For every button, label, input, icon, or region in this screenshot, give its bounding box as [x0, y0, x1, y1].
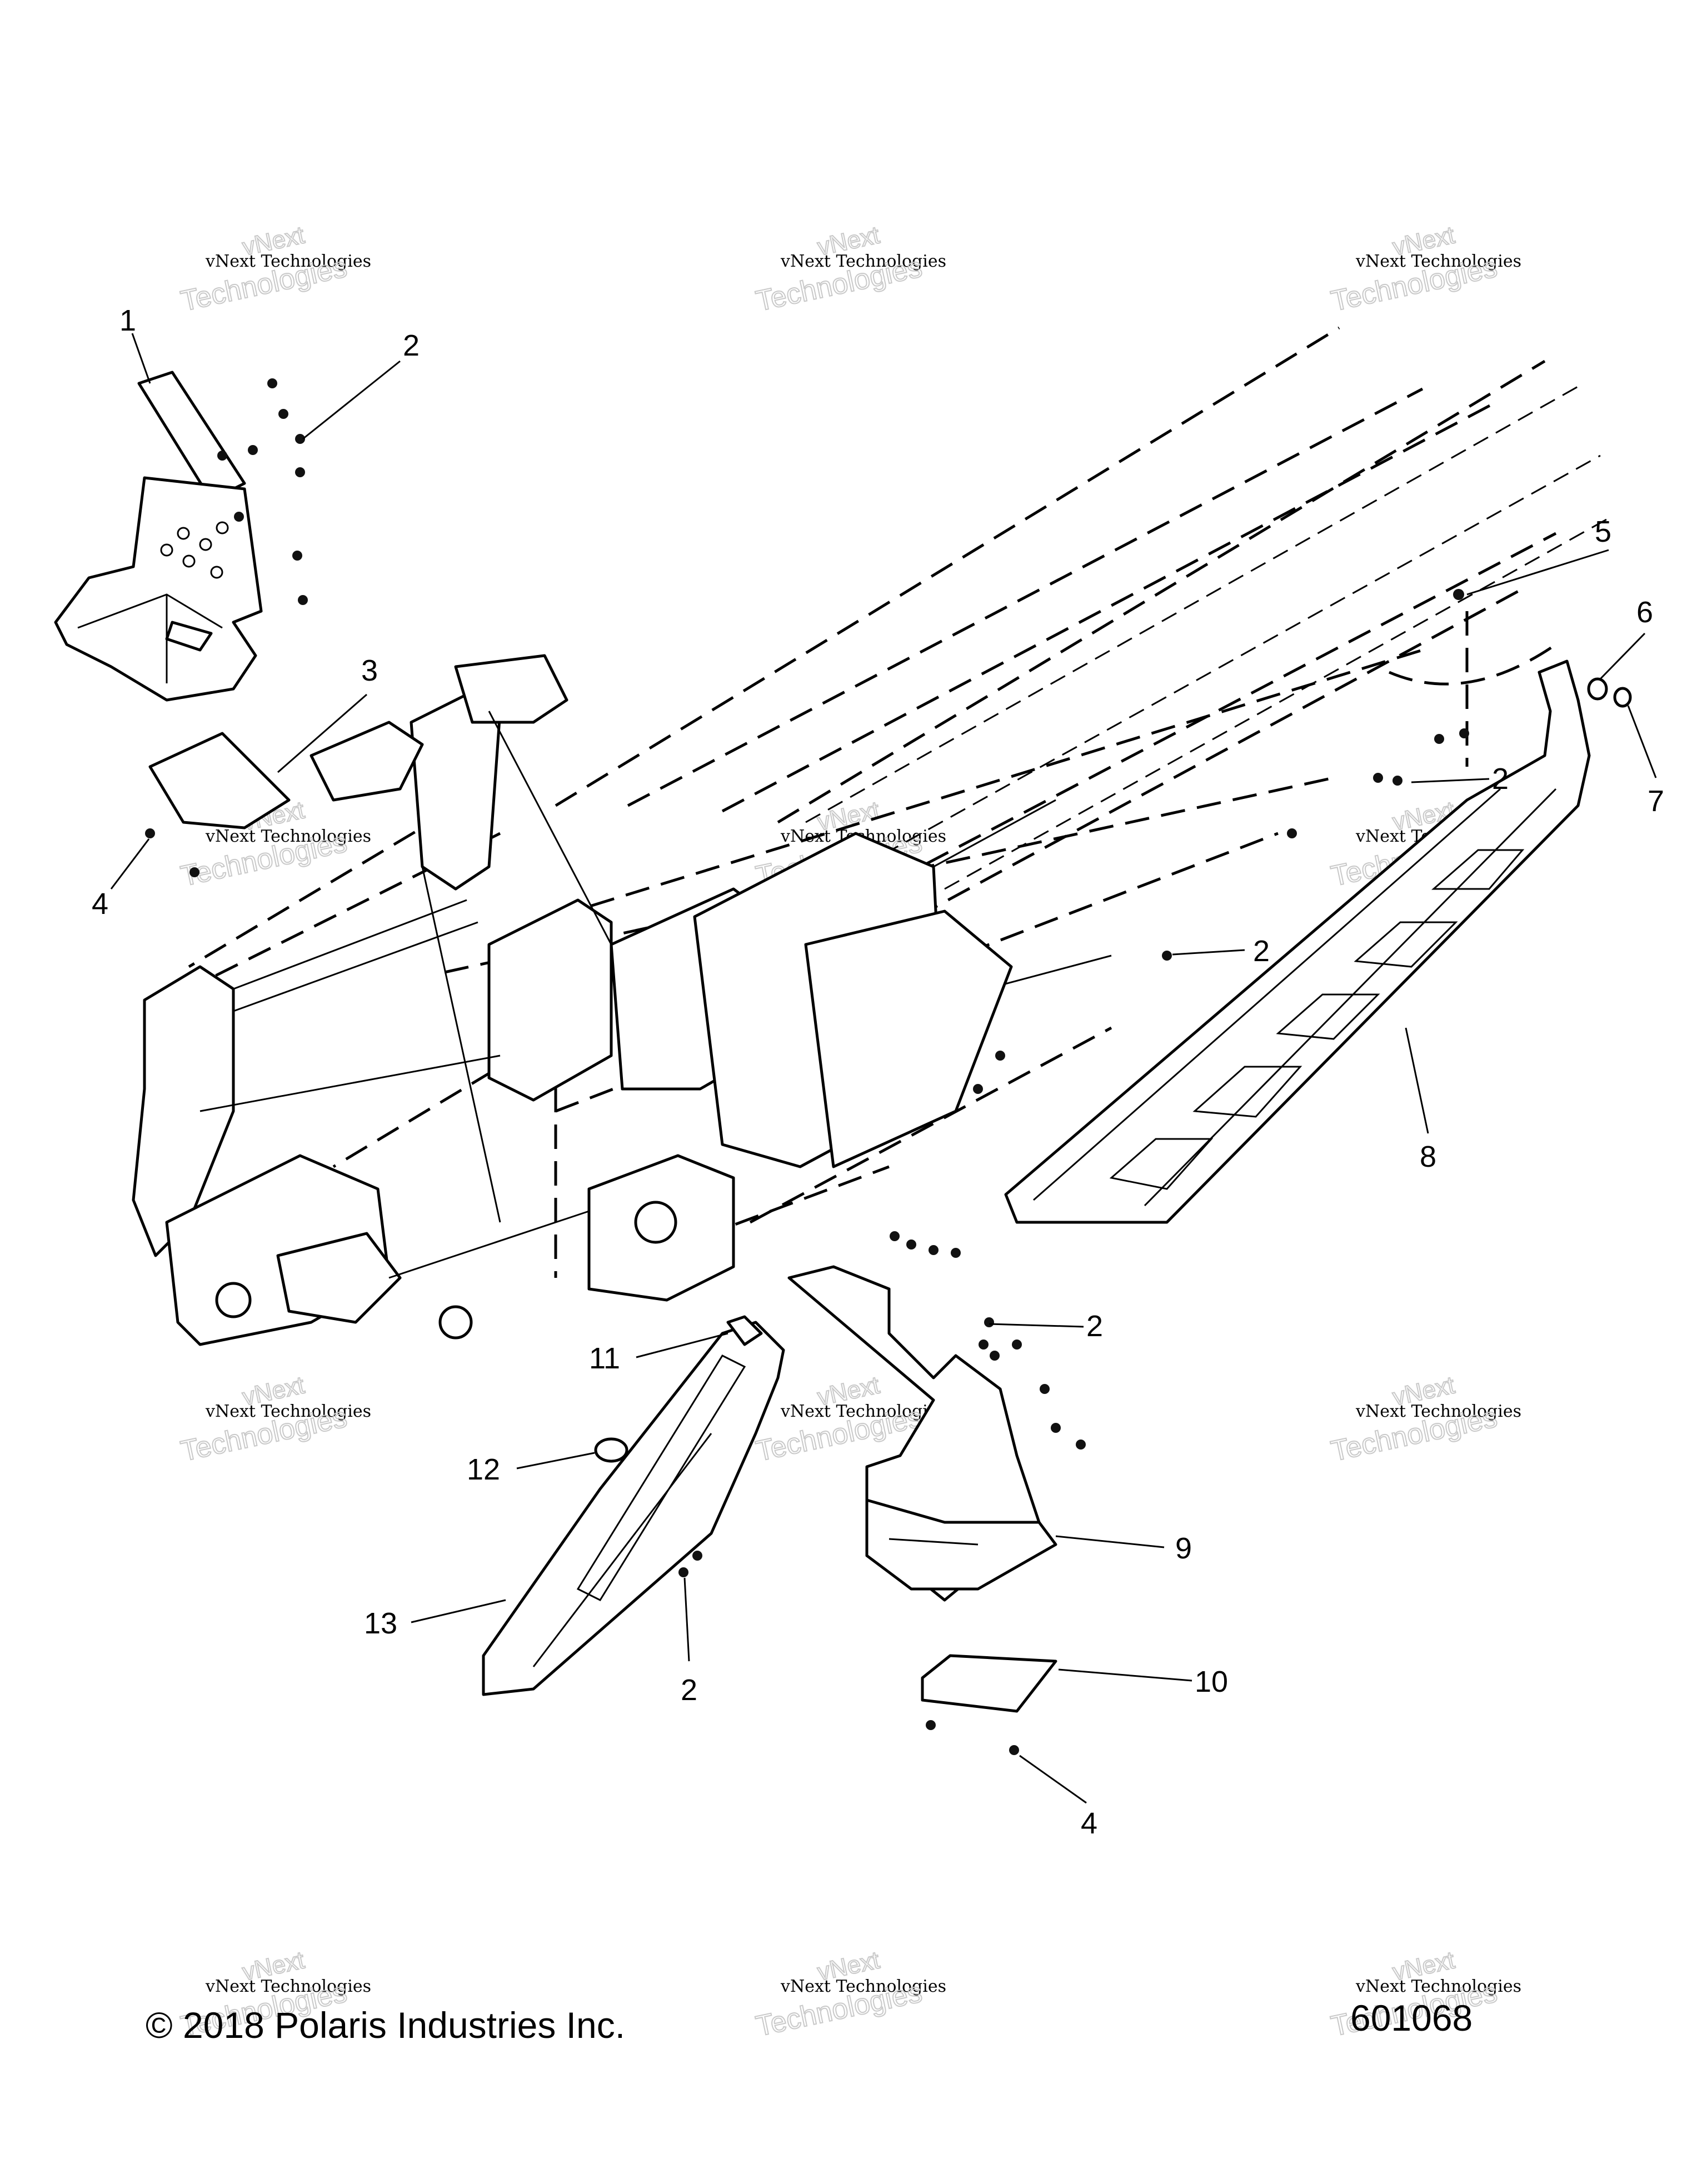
callout-8: 8 [1420, 1140, 1436, 1173]
svg-text:vNext Technologies: vNext Technologies [205, 252, 371, 271]
figure-number: 601068 [1350, 1997, 1473, 2038]
part-3-plate [148, 732, 291, 829]
part-6-washer [1587, 677, 1608, 701]
callout-12: 12 [467, 1453, 500, 1486]
callout-4: 4 [1081, 1807, 1097, 1840]
watermark: vNext vNext Technologies Technologies [1327, 1371, 1521, 1468]
svg-text:vNext Technologies: vNext Technologies [780, 1402, 946, 1421]
callout-4: 4 [92, 887, 108, 921]
callout-1: 1 [119, 304, 136, 337]
svg-text:vNext Technologies: vNext Technologies [780, 252, 946, 271]
copyright-text: © 2018 Polaris Industries Inc. [146, 2005, 625, 2046]
leader-lines [110, 333, 1657, 1804]
callout-2: 2 [1492, 762, 1509, 796]
part-9-rear-shield [787, 1265, 1057, 1602]
callout-7: 7 [1648, 784, 1664, 818]
callout-11: 11 [589, 1342, 620, 1375]
part-10-plate [921, 1654, 1057, 1713]
callout-6: 6 [1636, 596, 1653, 629]
callout-2: 2 [403, 329, 420, 362]
watermark: vNext vNext Technologies Technologies [177, 1371, 371, 1468]
part-8-running-board [1004, 659, 1591, 1224]
svg-text:vNext Technologies: vNext Technologies [1355, 1402, 1521, 1421]
callout-2: 2 [681, 1673, 697, 1707]
callout-2: 2 [1253, 934, 1270, 968]
svg-text:vNext Technologies: vNext Technologies [205, 1977, 371, 1996]
callout-labels: 1 2 3 4 5 6 7 2 2 8 2 9 10 4 11 12 13 2 [92, 304, 1664, 1840]
callout-9: 9 [1175, 1532, 1192, 1565]
watermark: vNext vNext Technologies Technologies [177, 221, 371, 318]
svg-text:vNext Technologies: vNext Technologies [780, 1977, 946, 1996]
callout-3: 3 [361, 654, 378, 687]
part-1-front-shield [54, 371, 263, 702]
part-11-grommet [726, 1315, 763, 1346]
fasteners [145, 378, 1469, 1755]
svg-text:vNext Technologies: vNext Technologies [1355, 252, 1521, 271]
watermark: vNext vNext Technologies Technologies [1327, 1946, 1521, 2043]
part-12-clip [594, 1437, 628, 1463]
svg-text:vNext Technologies: vNext Technologies [1355, 1977, 1521, 1996]
callout-5: 5 [1595, 515, 1611, 548]
part-13-side-panel [482, 1321, 785, 1696]
callout-13: 13 [364, 1607, 397, 1640]
callout-2: 2 [1086, 1310, 1103, 1343]
callout-10: 10 [1195, 1665, 1228, 1698]
part-7-nut [1613, 687, 1632, 708]
watermark: vNext vNext Technologies Technologies [1327, 221, 1521, 318]
watermark: vNext vNext Technologies Technologies [752, 1946, 946, 2043]
watermark: vNext vNext Technologies Technologies [752, 221, 946, 318]
svg-text:vNext Technologies: vNext Technologies [205, 827, 371, 846]
svg-text:vNext Technologies: vNext Technologies [205, 1402, 371, 1421]
front-frame [132, 654, 1112, 1346]
